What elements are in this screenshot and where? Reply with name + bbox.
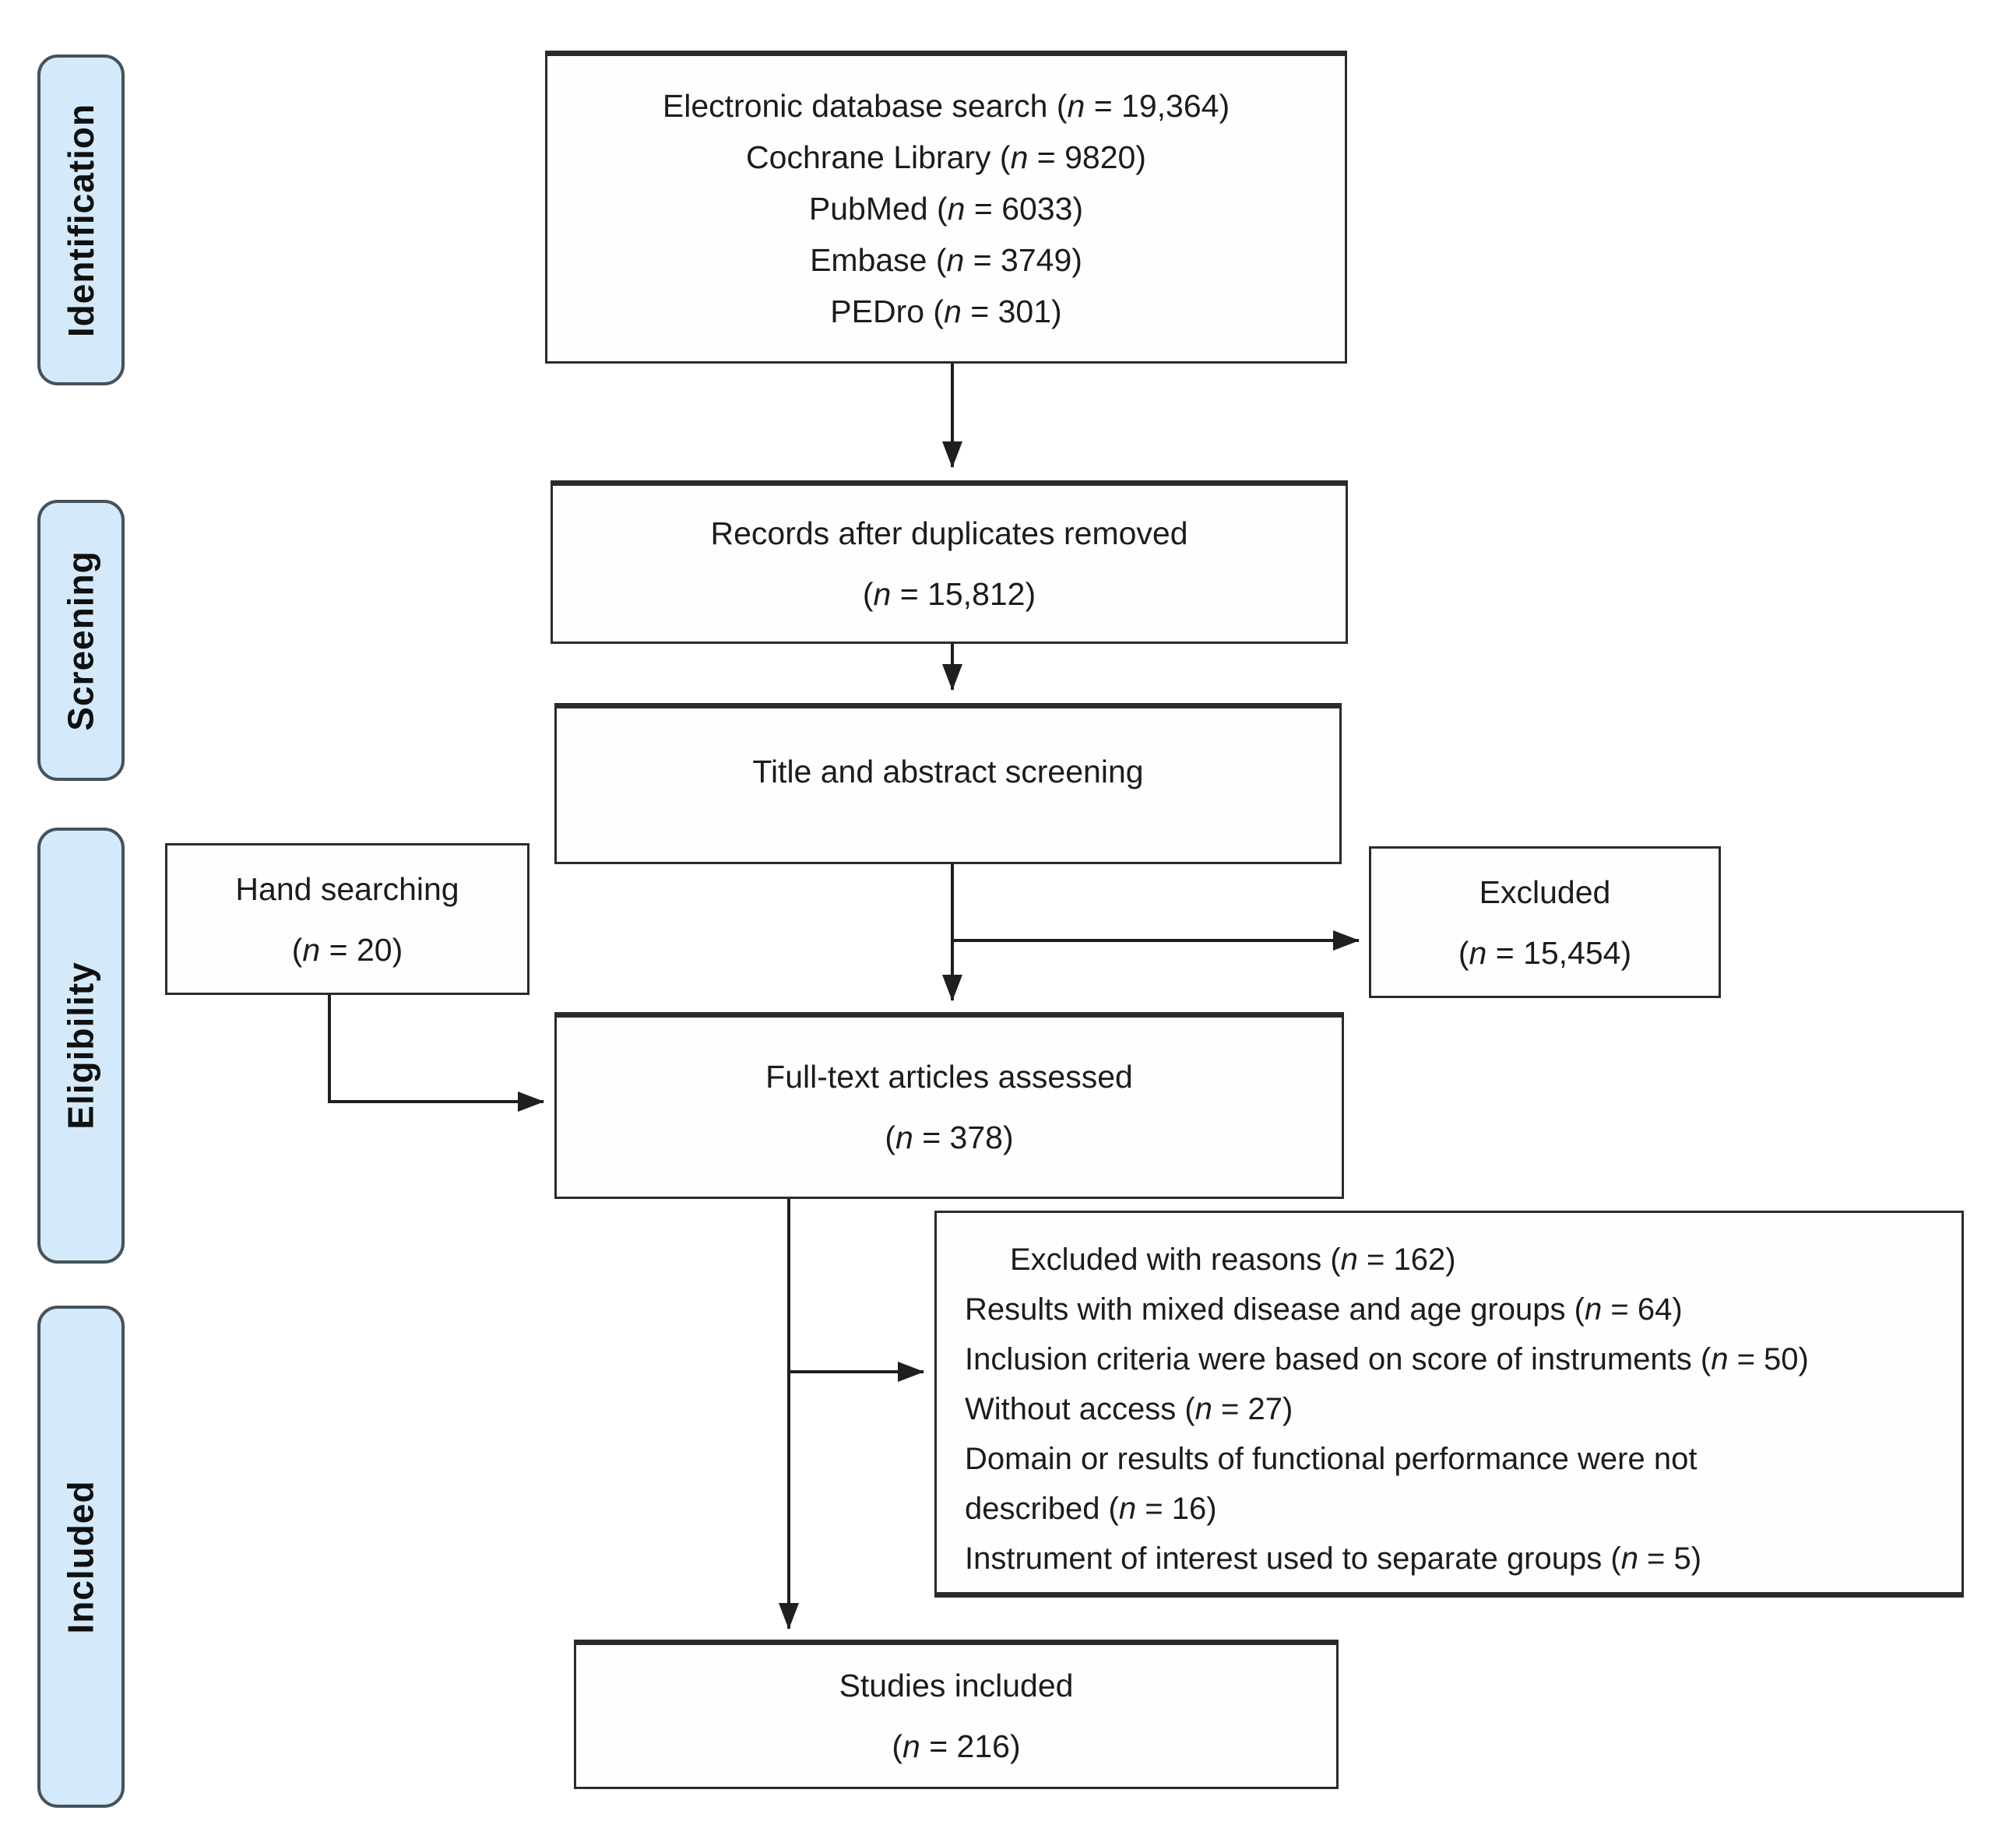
stage-eligibility-label: Eligibility [61, 961, 101, 1130]
studies-included-count: (n = 216) [892, 1728, 1021, 1764]
excluded-reason-instrument-separate-groups: Instrument of interest used to separate … [965, 1541, 1702, 1576]
duplicates-removed-box: Records after duplicates removed (n = 15… [551, 480, 1348, 644]
full-text-assessed-count: (n = 378) [885, 1120, 1014, 1155]
excluded-box: Excluded (n = 15,454) [1369, 846, 1721, 998]
excluded-reason-inclusion-criteria: Inclusion criteria were based on score o… [965, 1342, 1809, 1376]
full-text-assessed-text: Full-text articles assessed [765, 1059, 1133, 1095]
database-cochrane: Cochrane Library (n = 9820) [746, 139, 1146, 175]
stage-included-label: Included [61, 1479, 101, 1634]
excluded-count: (n = 15,454) [1458, 934, 1632, 971]
database-pubmed: PubMed (n = 6033) [808, 191, 1084, 227]
hand-searching-count: (n = 20) [291, 931, 403, 968]
excluded-reasons-total: Excluded with reasons (n = 162) [1010, 1243, 1456, 1277]
database-pedro: PEDro (n = 301) [830, 294, 1062, 329]
studies-included-box: Studies included (n = 216) [574, 1640, 1339, 1789]
stage-eligibility: Eligibility [37, 828, 125, 1264]
database-embase: Embase (n = 3749) [810, 242, 1082, 278]
duplicates-removed-text: Records after duplicates removed [710, 515, 1188, 551]
title-abstract-screening-box: Title and abstract screening [554, 703, 1342, 864]
hand-searching-box: Hand searching (n = 20) [165, 843, 530, 995]
full-text-assessed-box: Full-text articles assessed (n = 378) [554, 1012, 1344, 1199]
title-abstract-screening-text: Title and abstract screening [752, 754, 1144, 789]
excluded-reason-domain-not-described-2: described (n = 16) [965, 1492, 1217, 1526]
excluded-with-reasons-box: Excluded with reasons (n = 162) Results … [934, 1211, 1964, 1598]
arrow-hand-searching-to-fulltext [328, 995, 544, 1112]
stage-screening-label: Screening [61, 550, 102, 731]
stage-included: Included [37, 1306, 125, 1808]
database-search-box: Electronic database search (n = 19,364) … [545, 51, 1347, 364]
hand-searching-text: Hand searching [235, 870, 459, 907]
stage-screening: Screening [37, 500, 125, 781]
duplicates-removed-count: (n = 15,812) [862, 576, 1036, 612]
excluded-text: Excluded [1479, 874, 1611, 910]
excluded-reason-domain-not-described-1: Domain or results of functional performa… [965, 1442, 1698, 1476]
stage-identification: Identification [37, 54, 125, 385]
database-search-total: Electronic database search (n = 19,364) [662, 88, 1230, 124]
excluded-reason-without-access: Without access (n = 27) [965, 1392, 1293, 1426]
studies-included-text: Studies included [839, 1668, 1074, 1703]
stage-identification-label: Identification [61, 103, 102, 337]
excluded-reason-mixed-groups: Results with mixed disease and age group… [965, 1292, 1683, 1327]
